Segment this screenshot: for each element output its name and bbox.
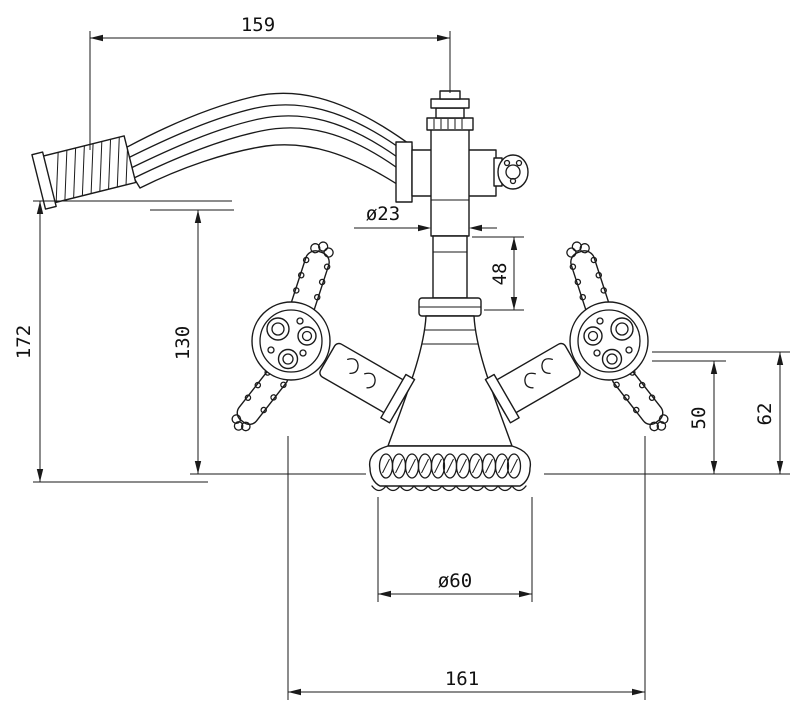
base-scallops: [371, 485, 527, 492]
base: [368, 445, 532, 492]
dim-label-outlet-height: 130: [172, 326, 194, 360]
spout: [117, 92, 413, 195]
dim-neck-diameter: ø23: [354, 203, 497, 232]
dim-overall-width: 161: [287, 436, 646, 700]
dim-label-overall-height: 172: [13, 325, 35, 359]
handle-arm-upper: [289, 241, 334, 319]
dim-label-overall-width: 161: [445, 668, 479, 690]
tee-assembly: [395, 90, 529, 237]
neck-column: [418, 235, 482, 317]
dim-label-neck-diameter: ø23: [366, 203, 400, 225]
dim-handle-height: 50: [652, 360, 726, 474]
dim-spout-reach: 159: [89, 14, 451, 150]
dimensions: 159 172 130 ø23: [13, 14, 790, 700]
dim-label-handle-height: 50: [688, 407, 710, 430]
spout-aerator: [31, 135, 137, 210]
dim-label-neck-height: 48: [489, 263, 511, 286]
dim-overall-height: 172: [13, 200, 232, 483]
dim-label-spout-reach: 159: [241, 14, 275, 36]
dim-handle-top-height: 62: [544, 351, 790, 475]
handle-left: [231, 241, 416, 432]
dim-label-handle-top-height: 62: [754, 403, 776, 426]
cap-wide: [430, 98, 470, 109]
dim-neck-height: 48: [472, 236, 524, 311]
aerator-hatch: [55, 135, 129, 203]
dim-label-base-diameter: ø60: [438, 570, 472, 592]
dim-outlet-height: 130: [150, 209, 366, 475]
handle-stem: [319, 342, 416, 424]
cap-mid: [435, 107, 465, 119]
handle-medallion: [251, 301, 331, 381]
side-knob: [497, 154, 529, 190]
faucet-figure: [31, 90, 675, 492]
dim-base-diameter: ø60: [377, 497, 533, 602]
